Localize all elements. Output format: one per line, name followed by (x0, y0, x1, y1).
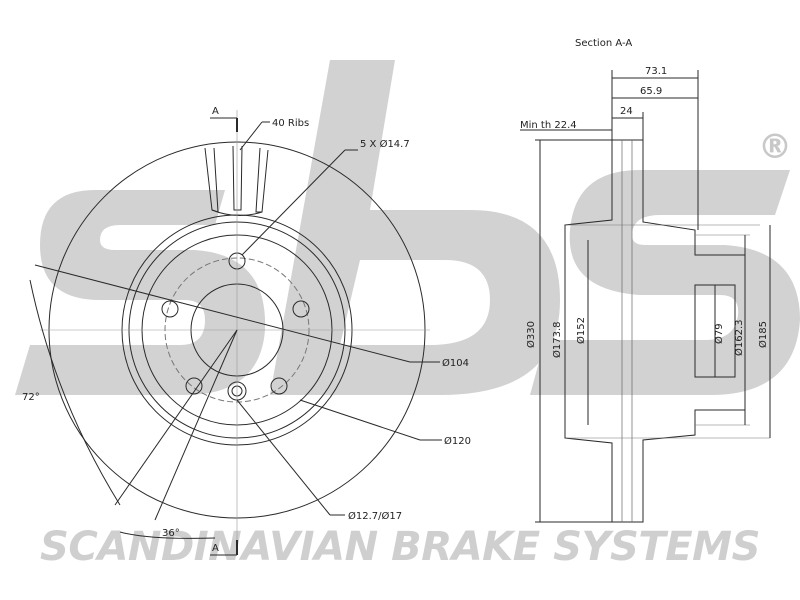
dim-24: 24 (620, 106, 633, 117)
angle-arc-36 (119, 531, 216, 539)
front-view (29, 110, 442, 556)
leader-small-hole (236, 399, 331, 516)
cooling-ribs (204, 145, 269, 216)
hub-label: Ø120 (444, 435, 471, 447)
leader-bolt-holes (241, 149, 346, 256)
section-mark-bottom: A (212, 543, 219, 554)
dia-185: Ø185 (757, 321, 769, 348)
angle-72-label: 72° (22, 392, 40, 403)
dia-330: Ø330 (525, 321, 537, 348)
min-th-label: Min th 22.4 (520, 120, 577, 131)
registered-mark: ® (758, 127, 792, 167)
dia-152: Ø152 (575, 317, 587, 344)
section-view (520, 70, 771, 523)
angle-36-label: 36° (162, 528, 180, 539)
ribs-label: 40 Ribs (272, 118, 309, 129)
small-hole-label: Ø12.7/Ø17 (348, 510, 402, 522)
dia-162-3: Ø162.3 (733, 320, 745, 357)
angle-arc-72 (29, 279, 121, 506)
logo-s-right (530, 170, 800, 395)
dia-79: Ø79 (713, 323, 725, 344)
section-mark-top: A (212, 106, 219, 117)
watermark-tagline: SCANDINAVIAN BRAKE SYSTEMS (40, 524, 760, 570)
bolt-circle-label: Ø104 (442, 357, 469, 369)
bolt-hole-5 (270, 377, 288, 395)
dim-65-9: 65.9 (640, 86, 662, 97)
dia-173-8: Ø173.8 (551, 322, 563, 359)
leader-ribs (239, 121, 263, 151)
leader-hub (299, 399, 421, 441)
dim-73-1: 73.1 (645, 66, 667, 77)
bolt-hole-4 (185, 377, 203, 395)
leader-bolt-circle (34, 264, 411, 363)
logo-b (270, 60, 560, 395)
bolt-hole-2 (161, 300, 179, 318)
bolt-hole-3 (292, 300, 310, 318)
bolt-holes-label: 5 X Ø14.7 (360, 138, 410, 150)
section-title: Section A-A (575, 38, 632, 49)
labels: A A 40 Ribs 5 X Ø14.7 Ø104 Ø120 Ø12.7/Ø1… (22, 38, 769, 554)
